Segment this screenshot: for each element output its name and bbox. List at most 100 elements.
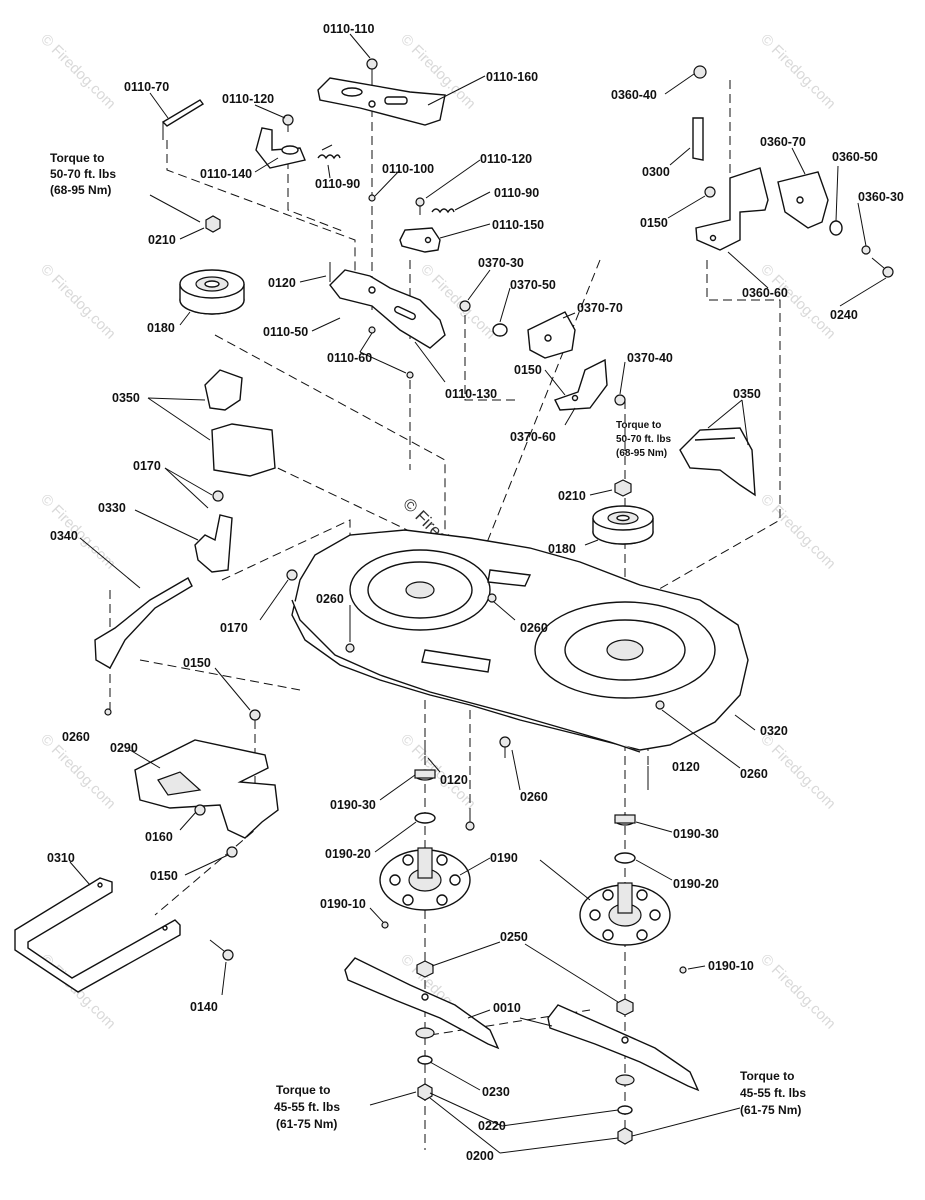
watermark: © Firedog.com — [757, 491, 839, 573]
torque-note-line: 45-55 ft. lbs — [274, 1100, 340, 1114]
screw-icon — [415, 197, 425, 215]
bracket-0300 — [692, 117, 704, 161]
label-0110-130: 0110-130 — [445, 387, 497, 401]
label-0260: 0260 — [316, 592, 344, 606]
label-0110-160: 0110-160 — [486, 70, 538, 84]
bracket-0110-150 — [399, 227, 441, 253]
hex-nut-icon — [417, 1083, 433, 1101]
label-0370-30: 0370-30 — [478, 256, 524, 270]
torque-note-line: (61-75 Nm) — [276, 1117, 337, 1131]
hex-nut-icon — [205, 215, 221, 233]
label-0110-70: 0110-70 — [124, 80, 169, 94]
torque-note-top-left: Torque to 50-70 ft. lbs (68-95 Nm) — [50, 151, 116, 197]
rod-0110-70 — [161, 99, 205, 140]
screw-icon — [366, 58, 378, 80]
watermark: © Firedog.com — [397, 731, 479, 813]
watermark: © Firedog.com — [37, 261, 119, 343]
label-0190-20: 0190-20 — [673, 877, 719, 891]
torque-note-line: Torque to — [616, 420, 661, 431]
label-0110-150: 0110-150 — [492, 218, 544, 232]
label-0360-50: 0360-50 — [832, 150, 878, 164]
label-0190: 0190 — [490, 851, 518, 865]
belt-shield-right-0350 — [679, 427, 756, 497]
label-0170: 0170 — [220, 621, 248, 635]
label-0260: 0260 — [520, 621, 548, 635]
washer-icon — [617, 1105, 633, 1115]
bracket-0360-60 — [695, 167, 769, 251]
label-0210: 0210 — [558, 489, 586, 503]
spindle-assembly-right — [579, 814, 671, 946]
label-0110-120: 0110-120 — [222, 92, 274, 106]
label-0370-40: 0370-40 — [627, 351, 673, 365]
screw-icon — [465, 812, 475, 831]
label-0110-90: 0110-90 — [494, 186, 539, 200]
nut-icon — [286, 569, 298, 581]
screw-icon — [871, 257, 894, 278]
assembly-lines — [109, 80, 781, 1150]
screw-icon — [104, 708, 112, 716]
label-0340: 0340 — [50, 529, 78, 543]
label-0110-50: 0110-50 — [263, 325, 308, 339]
label-0350: 0350 — [733, 387, 761, 401]
label-0260: 0260 — [62, 730, 90, 744]
torque-note-line: 45-55 ft. lbs — [740, 1086, 806, 1100]
bracket-0110-140 — [255, 127, 306, 169]
plate-0110-130 — [329, 269, 446, 349]
label-0330: 0330 — [98, 501, 126, 515]
label-0370-50: 0370-50 — [510, 278, 556, 292]
label-0370-60: 0370-60 — [510, 430, 556, 444]
torque-note-line: 50-70 ft. lbs — [616, 434, 671, 445]
label-0110-60: 0110-60 — [327, 351, 372, 365]
screw-icon — [499, 736, 511, 758]
torque-note-bottom-right: Torque to 45-55 ft. lbs (61-75 Nm) — [740, 1069, 806, 1117]
label-0110-100: 0110-100 — [382, 162, 434, 176]
washer-icon — [614, 852, 636, 864]
nut-icon — [406, 371, 414, 379]
label-0150: 0150 — [640, 216, 668, 230]
nut-icon — [212, 490, 224, 502]
label-0120: 0120 — [268, 276, 296, 290]
label-0110-140: 0110-140 — [200, 167, 252, 181]
label-0310: 0310 — [47, 851, 75, 865]
bracket-0290 — [134, 739, 279, 839]
lift-bracket-0110-160 — [317, 77, 446, 126]
blade-adapter-icon — [616, 998, 634, 1016]
label-0120: 0120 — [672, 760, 700, 774]
blade-right-0010 — [547, 1004, 700, 1092]
label-0370-70: 0370-70 — [577, 301, 623, 315]
nut-icon — [249, 709, 261, 721]
label-0190-30: 0190-30 — [673, 827, 719, 841]
washer-icon — [414, 812, 436, 824]
label-0110-90: 0110-90 — [315, 177, 360, 191]
label-0360-60: 0360-60 — [742, 286, 788, 300]
watermark: © Firedog.com — [757, 31, 839, 113]
hex-nut-icon — [614, 479, 632, 497]
label-0010: 0010 — [493, 1001, 521, 1015]
label-0180: 0180 — [548, 542, 576, 556]
bracket-0370-60 — [554, 358, 608, 411]
label-0300: 0300 — [642, 165, 670, 179]
torque-note-line: Torque to — [740, 1069, 794, 1083]
nut-icon — [614, 394, 626, 406]
washer-icon — [615, 1074, 635, 1086]
screw-icon — [487, 593, 497, 603]
label-0180: 0180 — [147, 321, 175, 335]
screw-icon — [679, 966, 687, 974]
blade-left-0010 — [344, 957, 500, 1050]
nut-icon — [704, 186, 716, 198]
label-0110-110: 0110-110 — [323, 22, 374, 36]
watermark: © Firedog.com — [37, 31, 119, 113]
torque-note-mid-right: Torque to 50-70 ft. lbs (68-95 Nm) — [616, 420, 671, 459]
label-0150: 0150 — [150, 869, 178, 883]
label-0150: 0150 — [183, 656, 211, 670]
leader-lines — [69, 33, 887, 1154]
hex-nut-icon — [617, 1127, 633, 1145]
watermark: © Firedog.com — [757, 951, 839, 1033]
mower-deck-0320 — [291, 529, 749, 753]
label-0360-40: 0360-40 — [611, 88, 657, 102]
nut-icon — [693, 65, 707, 79]
washer-icon — [417, 1055, 433, 1065]
plate-0360-70 — [777, 171, 829, 229]
part-labels: 0110-110 0110-70 0110-120 0110-160 0110-… — [47, 22, 904, 1163]
